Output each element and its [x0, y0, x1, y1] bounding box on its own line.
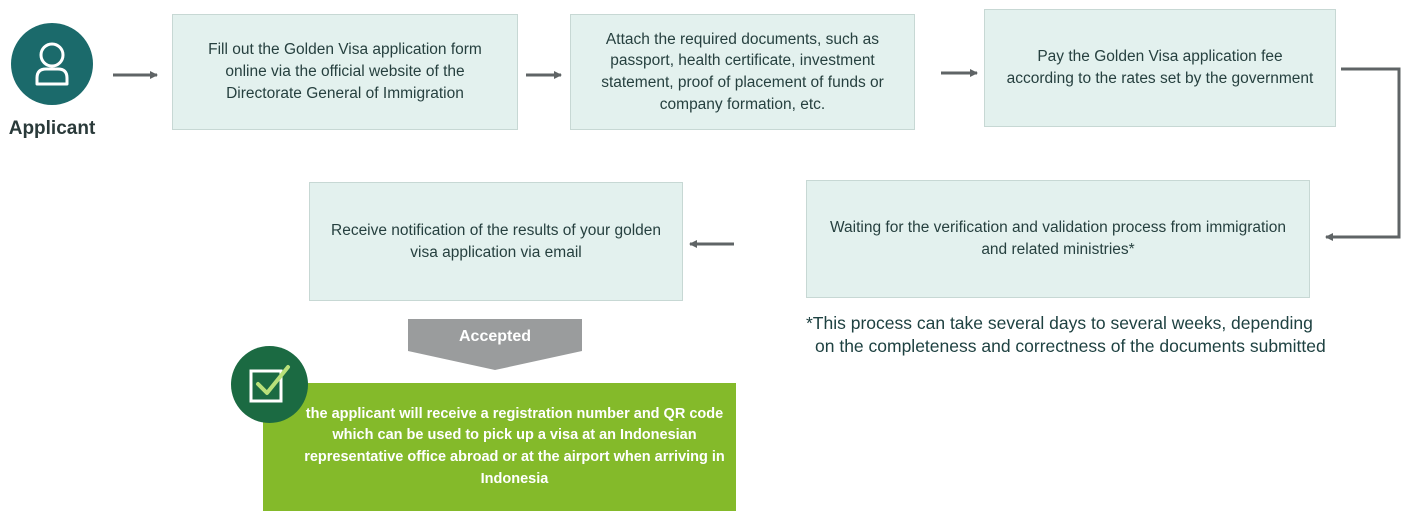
- accepted-label: Accepted: [458, 328, 532, 345]
- step-receive-notification: Receive notification of the results of y…: [309, 182, 683, 301]
- footnote: *This process can take several days to s…: [806, 312, 1406, 359]
- result-box: the applicant will receive a registratio…: [263, 383, 736, 511]
- footnote-line-2: on the completeness and correctness of t…: [815, 336, 1326, 357]
- checkbox-check-icon: [249, 365, 290, 403]
- check-badge: [231, 346, 308, 423]
- step-pay-fee: Pay the Golden Visa application fee acco…: [984, 9, 1336, 127]
- footnote-line-1: *This process can take several days to s…: [806, 313, 1313, 333]
- result-text: the applicant will receive a registratio…: [304, 405, 725, 487]
- step-fill-form: Fill out the Golden Visa application for…: [172, 14, 518, 130]
- person-icon: [35, 42, 69, 86]
- accepted-chevron: [408, 319, 582, 370]
- arrow-step3-to-step4: [1325, 67, 1401, 241]
- applicant-avatar: [11, 23, 93, 105]
- applicant-label: Applicant: [8, 118, 96, 139]
- step-verification: Waiting for the verification and validat…: [806, 180, 1310, 298]
- step-attach-documents: Attach the required documents, such as p…: [570, 14, 915, 130]
